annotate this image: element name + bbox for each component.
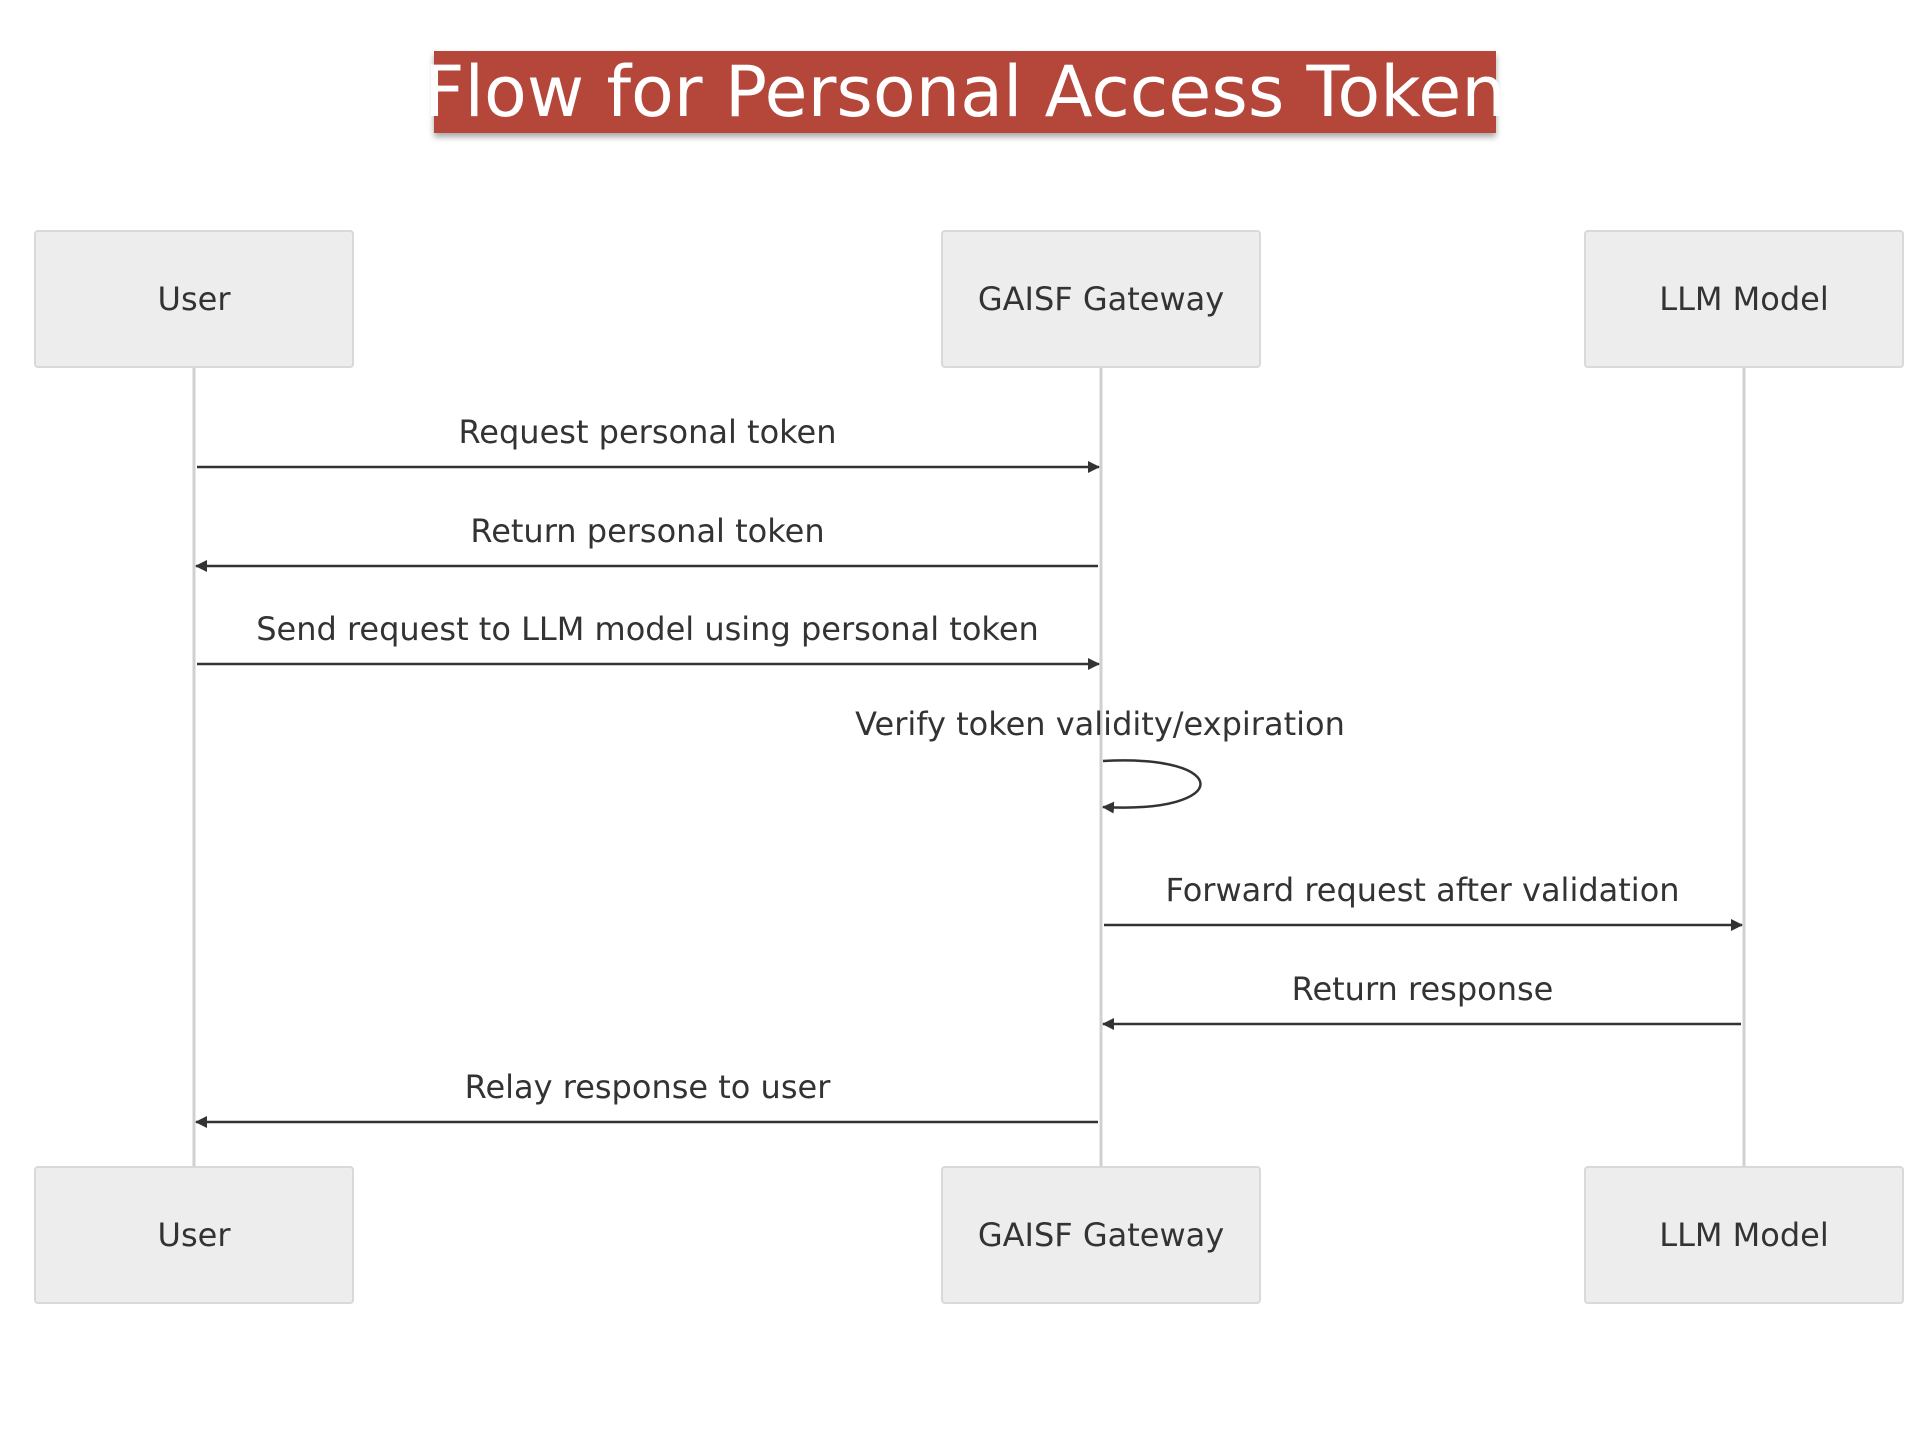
actor-gateway-bottom: GAISF Gateway (941, 1166, 1261, 1304)
actor-user-bottom: User (34, 1166, 354, 1304)
actor-user-top: User (34, 230, 354, 368)
message-label-return-token: Return personal token (470, 512, 825, 550)
message-label-relay-response: Relay response to user (464, 1068, 831, 1106)
message-label-request-token: Request personal token (458, 413, 837, 451)
diagram-title: Flow for Personal Access Token (424, 51, 1506, 133)
message-label-send-request: Send request to LLM model using personal… (256, 610, 1039, 648)
message-label-forward-request: Forward request after validation (1165, 871, 1680, 909)
actor-llm-bottom: LLM Model (1584, 1166, 1904, 1304)
message-label-verify-token: Verify token validity/expiration (855, 705, 1345, 743)
message-arrows (195, 461, 1743, 1128)
lifelines (192, 368, 1746, 1166)
actor-gateway-top: GAISF Gateway (941, 230, 1261, 368)
self-message-arrow (1102, 759, 1202, 814)
title-banner: Flow for Personal Access Token (424, 51, 1506, 133)
message-label-return-response: Return response (1291, 970, 1554, 1008)
actor-llm-top: LLM Model (1584, 230, 1904, 368)
